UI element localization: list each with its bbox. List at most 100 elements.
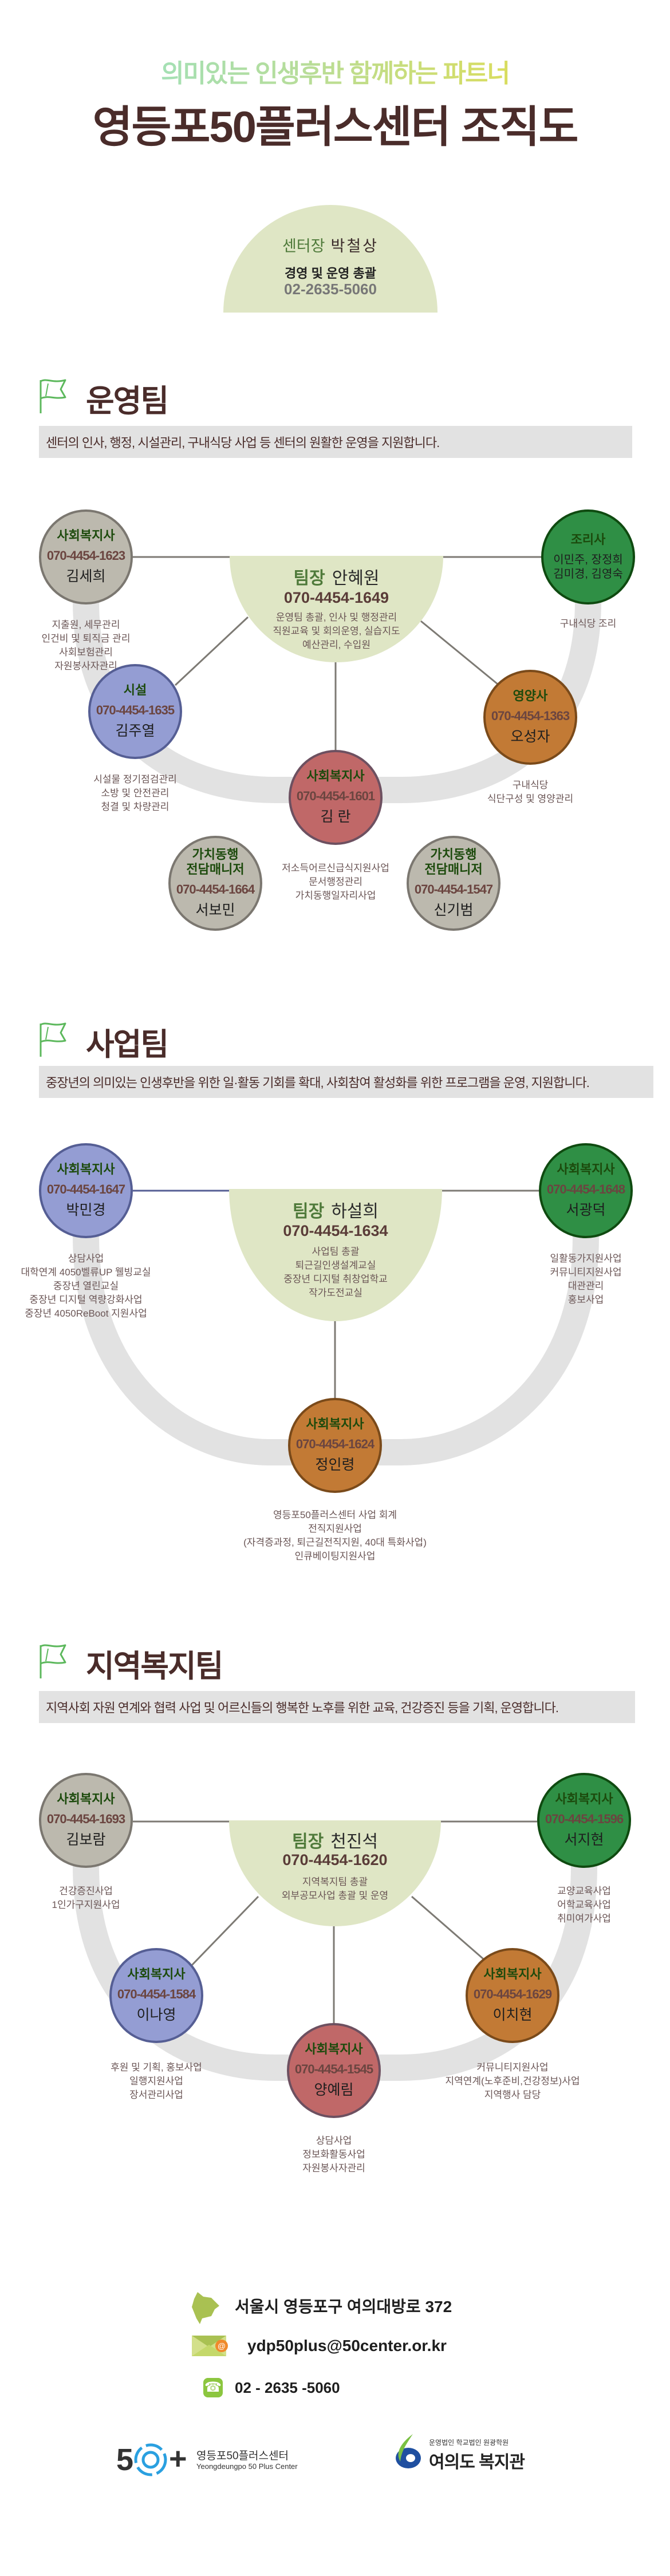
duty-item: 커뮤니티지원사업	[476, 2062, 549, 2073]
duty-item: 대학연계 4050벨류UP 웰빙교실	[21, 1267, 151, 1278]
staff-name: 김 란	[320, 808, 351, 825]
footer: 서울시 영등포구 여의대방로 372 @ ydp50plus@50center.…	[0, 2284, 670, 2513]
staff-role: 가치동행 전담매니저	[186, 847, 245, 877]
map-icon	[192, 2292, 219, 2324]
team-lead-phone: 070-4454-1620	[282, 1851, 388, 1868]
staff-name: 김세희	[66, 568, 106, 584]
staff-name: 정인령	[315, 1456, 355, 1473]
team-title: 운영팀	[86, 384, 169, 418]
connector-line	[420, 620, 498, 685]
director-name: 박철상	[330, 238, 379, 255]
duty-item: 대관관리	[567, 1281, 604, 1291]
welfare-logo-name: 여의도 복지관	[429, 2453, 525, 2472]
team-lead-role: 팀장	[293, 569, 325, 588]
staff-name: 서지현	[564, 1831, 604, 1848]
team-lead-name: 천진석	[330, 1832, 378, 1851]
team-title: 사업팀	[86, 1028, 169, 1062]
staff-name: 이나영	[136, 2006, 176, 2023]
staff-phone: 070-4454-1623	[46, 548, 125, 563]
staff-name: 김보람	[66, 1831, 106, 1848]
connector-line	[191, 1895, 259, 1966]
staff-role: 사회복지사	[483, 1967, 542, 1982]
staff-phone: 070-4454-1635	[96, 702, 175, 717]
welfare-logo: 운영법인 학교법인 원광학원 여의도 복지관	[393, 2434, 525, 2474]
logo-circle-icon	[134, 2443, 167, 2476]
duty-item: (자격증과정, 퇴근길전직지원, 40대 특화사업)	[243, 1537, 427, 1548]
duty-item: 지역행사 담당	[484, 2089, 541, 2100]
footer-phone: 02 - 2635 -5060	[235, 2379, 340, 2396]
duty-item: 상담사업	[68, 1253, 104, 1264]
duty-item: 사회보험관리	[59, 647, 113, 658]
team-lead-phone: 070-4454-1649	[283, 589, 389, 606]
duty-item: 작가도전교실	[309, 1287, 362, 1298]
duty-item: 지역복지팀 총괄	[302, 1876, 368, 1887]
director-role: 센터장	[282, 238, 325, 255]
team-title: 지역복지팀	[86, 1649, 223, 1684]
connector-line	[411, 1895, 484, 1960]
staff-name: 양예림	[314, 2081, 354, 2098]
staff-duties: 구내식당 조리	[560, 617, 617, 631]
staff-phone: 070-4454-1363	[491, 708, 570, 723]
staff-phone: 070-4454-1629	[473, 1986, 552, 2001]
duty-item: 식단구성 및 영양관리	[487, 793, 574, 804]
team-lead-name: 하설희	[331, 1202, 379, 1221]
staff-phone: 070-4454-1547	[414, 882, 493, 896]
team-description: 지역사회 자원 연계와 협력 사업 및 어르신들의 행복한 노후를 위한 교육,…	[39, 1691, 635, 1723]
duty-item: 중장년 열린교실	[53, 1281, 119, 1291]
duty-item: 전직지원사업	[308, 1523, 362, 1534]
email-link[interactable]: ydp50plus@50center.or.kr	[247, 2337, 447, 2354]
staff-role: 사회복지사	[57, 528, 115, 543]
staff-role: 영양사	[513, 689, 548, 704]
staff-phone: 070-4454-1545	[294, 2061, 373, 2076]
welfare-logo-small: 운영법인 학교법인 원광학원	[429, 2439, 509, 2447]
duty-item: 지출원, 세무관리	[52, 619, 120, 630]
duty-item: 시설물 정기점검관리	[93, 774, 177, 785]
staff-phone: 070-4454-1601	[296, 788, 375, 803]
staff-role: 사회복지사	[306, 1417, 364, 1432]
duty-item: 일활동가지원사업	[550, 1253, 622, 1264]
connector-line	[174, 616, 249, 686]
phone-icon: ☎	[203, 2378, 223, 2397]
duty-item: 인건비 및 퇴직금 관리	[41, 633, 131, 644]
duty-item: 홍보사업	[567, 1294, 604, 1305]
duty-item: 가치동행일자리사업	[295, 890, 376, 901]
staff-node[interactable]: 사회복지사 070-4454-1623 김세희	[39, 509, 133, 605]
duty-item: 어학교육사업	[557, 1899, 611, 1910]
staff-node[interactable]: 사회복지사 070-4454-1601 김 란	[289, 750, 383, 845]
staff-phone: 070-4454-1693	[46, 1811, 125, 1826]
staff-role: 시설	[123, 683, 147, 698]
duty-item: 저소득어르신급식지원사업	[282, 863, 389, 874]
duty-item: 중장년 4050ReBoot 지원사업	[25, 1308, 147, 1319]
staff-phone: 070-4454-1584	[117, 1986, 196, 2001]
staff-phone: 070-4454-1648	[546, 1182, 625, 1196]
page-title: 영등포50플러스센터 조직도	[92, 103, 579, 152]
logo-center-en: Yeongdeungpo 50 Plus Center	[196, 2462, 298, 2471]
staff-role: 가치동행 전담매니저	[424, 847, 483, 877]
team-description: 중장년의 의미있는 인생후반을 위한 일·활동 기회를 확대, 사회참여 활성화…	[39, 1066, 653, 1098]
staff-role: 사회복지사	[306, 769, 365, 784]
duty-item: 지역연계(노후준비,건강정보)사업	[445, 2076, 580, 2087]
duty-item: 인큐베이팅지원사업	[294, 1551, 376, 1562]
duty-item: 구내식당 조리	[559, 618, 617, 629]
staff-role: 사회복지사	[57, 1162, 115, 1177]
